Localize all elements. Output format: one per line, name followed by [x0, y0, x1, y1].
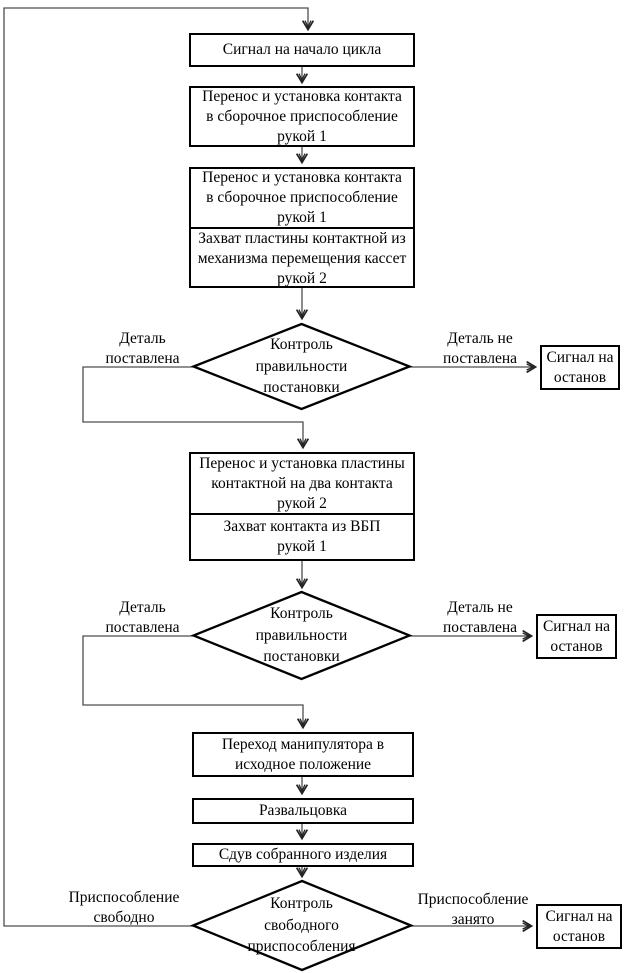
decision3-diamond [189, 879, 415, 972]
node-step4-line: Переход манипулятора в [221, 735, 385, 753]
node-step3-line: рукой 2 [277, 494, 327, 512]
decision1-diamond [190, 322, 413, 411]
decision3-label: Контроль свободного приспособления [216, 893, 387, 958]
node-step2-line: механизма перемещения кассет [197, 250, 407, 267]
node-step1: Перенос и установка контакта в сборочное… [189, 86, 415, 147]
node-step3-line: Перенос и установка пластины [199, 454, 405, 472]
node-start: Сигнал на начало цикла [189, 33, 415, 67]
decision1-line: правильности [255, 357, 348, 375]
node-step6-label: Сдув собранного изделия [218, 846, 388, 863]
decision2-line: постановки [263, 648, 340, 665]
branch-label-line: поставлена [442, 350, 518, 367]
branch-label-yes1: Деталь поставлена [75, 329, 210, 369]
node-stop1: Сигнал на останов [540, 345, 620, 390]
node-step1-line: Перенос и установка контакта [202, 87, 402, 105]
branch-label-line: Деталь не [447, 330, 513, 347]
node-step2: Перенос и установка контакта в сборочное… [189, 167, 415, 288]
branch-label-line: Приспособление [68, 889, 180, 906]
node-step1-line: рукой 1 [277, 127, 327, 145]
connector-decision1-yes [82, 366, 310, 450]
node-step3-lower: Захват контакта из ВБП рукой 1 [191, 515, 413, 559]
node-step3-line: рукой 1 [277, 538, 327, 555]
branch-label-line: Деталь [119, 330, 166, 347]
node-stop1-line: останов [553, 368, 607, 386]
branch-label-yes2: Деталь поставлена [75, 598, 210, 638]
node-step5-label: Развальцовка [258, 802, 348, 819]
node-step2-line: в сборочное приспособление [206, 189, 398, 206]
branch-label-line: свободно [93, 909, 155, 926]
node-step2-lower: Захват пластины контактной из механизма … [191, 229, 413, 289]
node-stop2-line: Сигнал на [542, 617, 611, 635]
branch-label-line: поставлена [105, 350, 180, 367]
branch-label-line: занято [451, 911, 495, 928]
decision1-label: Контроль правильности постановки [216, 334, 387, 399]
branch-label-no3: Приспособление занято [408, 890, 538, 930]
node-step3-upper: Перенос и установка пластины контактной … [191, 454, 413, 515]
decision3-line: Контроль [270, 895, 333, 912]
node-step2-line: рукой 2 [277, 270, 327, 287]
decision2-line: Контроль [270, 605, 333, 622]
decision3-line: приспособления [247, 938, 356, 955]
branch-label-line: Деталь [119, 599, 166, 616]
node-stop3-line: Сигнал на [545, 907, 613, 925]
decision2-line: правильности [255, 626, 348, 644]
node-step6: Сдув собранного изделия [192, 843, 414, 867]
node-step4: Переход манипулятора в исходное положени… [192, 732, 414, 777]
node-step3-line: контактной на два контакта [211, 474, 393, 492]
node-step2-line: Перенос и установка контакта [202, 169, 402, 186]
node-start-label: Сигнал на начало цикла [222, 41, 382, 58]
node-step5: Развальцовка [192, 798, 414, 824]
branch-label-line: Деталь не [447, 599, 513, 616]
branch-label-no2: Деталь не поставлена [420, 598, 540, 638]
node-stop2-line: останов [550, 637, 603, 655]
node-step2-line: рукой 1 [277, 209, 327, 226]
node-step2-line: Захват пластины контактной из [198, 230, 406, 247]
branch-label-line: поставлена [442, 619, 518, 636]
decision2-diamond [190, 590, 413, 681]
node-step3: Перенос и установка пластины контактной … [189, 452, 415, 561]
node-step4-line: исходное положение [234, 755, 372, 773]
node-step2-upper: Перенос и установка контакта в сборочное… [191, 169, 413, 229]
branch-label-line: поставлена [105, 619, 180, 636]
connector-decision2-yes [82, 635, 310, 730]
decision3-line: свободного [264, 916, 339, 934]
branch-label-yes3: Приспособление свободно [50, 888, 198, 928]
node-stop2: Сигнал на останов [536, 614, 617, 659]
decision1-line: постановки [263, 379, 340, 396]
decision1-line: Контроль [270, 336, 333, 353]
node-step1-line: в сборочное приспособление [206, 107, 398, 125]
connector-feedback-loop [3, 7, 315, 927]
node-stop3-line: останов [552, 927, 606, 945]
node-stop3: Сигнал на останов [536, 904, 622, 949]
node-step3-line: Захват контакта из ВБП [223, 518, 381, 535]
branch-label-no1: Деталь не поставлена [420, 329, 540, 369]
decision2-label: Контроль правильности постановки [216, 603, 387, 668]
branch-label-line: Приспособление [417, 891, 529, 908]
node-stop1-line: Сигнал на [546, 348, 614, 366]
